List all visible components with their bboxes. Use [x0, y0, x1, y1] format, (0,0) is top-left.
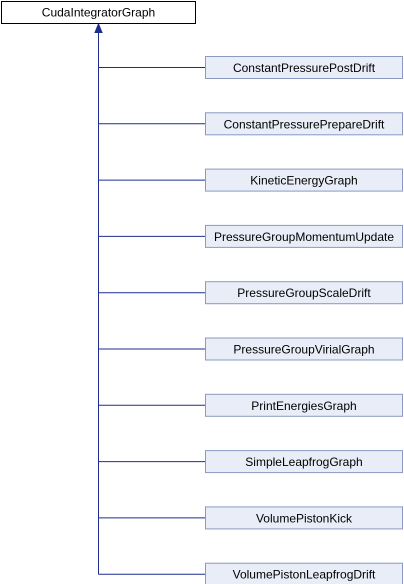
derived-class-node[interactable]: PrintEnergiesGraph [205, 393, 403, 417]
inheritance-arrow-icon [94, 22, 103, 33]
base-class-node[interactable]: CudaIntegratorGraph [1, 1, 196, 24]
derived-class-label: PressureGroupVirialGraph [233, 343, 374, 357]
derived-class-label: PressureGroupScaleDrift [237, 286, 371, 300]
derived-class-label: VolumePistonKick [256, 511, 353, 525]
derived-class-node[interactable]: ConstantPressurePrepareDrift [205, 112, 403, 136]
derived-class-label: PrintEnergiesGraph [251, 399, 356, 413]
derived-class-label: KineticEnergyGraph [250, 174, 357, 188]
derived-class-label: SimpleLeapfrogGraph [245, 455, 362, 469]
derived-class-node[interactable]: ConstantPressurePostDrift [205, 56, 403, 79]
derived-class-node[interactable]: VolumePistonLeapfrogDrift [205, 562, 403, 584]
derived-class-node[interactable]: KineticEnergyGraph [205, 168, 403, 192]
derived-class-node[interactable]: VolumePistonKick [205, 506, 403, 530]
derived-class-label: ConstantPressurePrepareDrift [224, 117, 385, 131]
inheritance-edges [94, 22, 206, 575]
derived-class-label: PressureGroupMomentumUpdate [214, 230, 394, 244]
derived-class-label: ConstantPressurePostDrift [233, 61, 376, 75]
derived-class-node[interactable]: PressureGroupVirialGraph [205, 337, 403, 361]
derived-class-node[interactable]: PressureGroupMomentumUpdate [205, 224, 403, 248]
derived-class-node[interactable]: PressureGroupScaleDrift [205, 281, 403, 305]
derived-class-label: VolumePistonLeapfrogDrift [233, 568, 376, 582]
base-class-label: CudaIntegratorGraph [42, 6, 155, 20]
derived-class-node[interactable]: SimpleLeapfrogGraph [205, 450, 403, 474]
